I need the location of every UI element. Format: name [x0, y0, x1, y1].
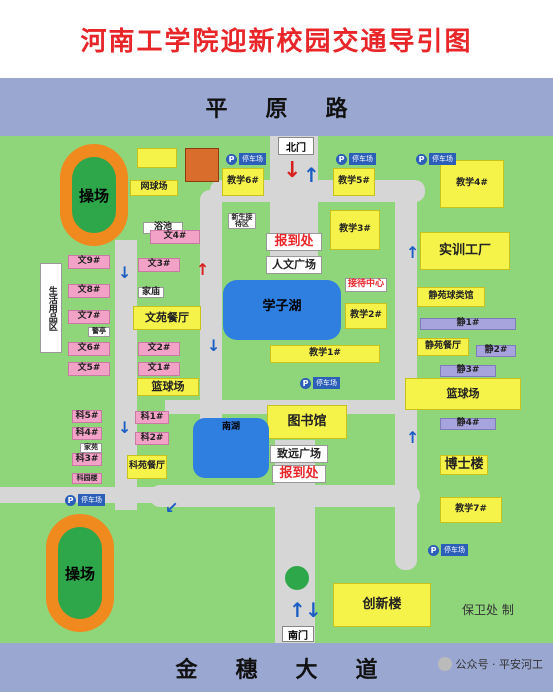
- library: 图书馆: [267, 405, 347, 439]
- registration-office-bottom: 报到处: [272, 465, 326, 483]
- renwen-square: 人文广场: [266, 256, 322, 274]
- arrow-lake-w: ↓: [207, 336, 221, 355]
- building-wen8: 文8#: [68, 284, 110, 298]
- arrow-east-1: ↑: [406, 243, 420, 262]
- teaching-building-4: 教学4#: [440, 160, 504, 208]
- building-wen5: 文5#: [68, 362, 110, 376]
- parking-icon: P: [416, 153, 427, 165]
- wenyuan-canteen: 文苑餐厅: [133, 306, 201, 330]
- keyuan-canteen: 科苑餐厅: [127, 455, 167, 479]
- building-wen3: 文3#: [138, 258, 180, 272]
- xuezi-lake-label: 学子湖: [262, 299, 302, 315]
- arrow-south-down: ↓: [305, 598, 322, 622]
- registration-office-top: 报到处: [266, 233, 322, 251]
- security-office-note: 保卫处 制: [462, 603, 514, 617]
- reception-center: 接待中心: [345, 278, 387, 292]
- teaching-building-1: 教学1#: [270, 345, 380, 363]
- wechat-icon: [437, 657, 452, 671]
- parking-icon: P: [65, 494, 76, 506]
- teaching-building-6: 教学6#: [222, 168, 264, 196]
- arrow-south-up: ↑: [289, 598, 306, 622]
- basketball-court-left: 篮球场: [137, 378, 199, 396]
- doctor-building: 博士楼: [440, 455, 488, 475]
- teaching-building-5: 教学5#: [333, 168, 375, 196]
- parking-icon: P: [428, 544, 439, 556]
- south-lake: [193, 418, 269, 478]
- building-wen1: 文1#: [138, 362, 180, 376]
- keyuan-building: 科园楼: [72, 473, 102, 484]
- arrow-west-1: ↓: [118, 263, 132, 282]
- jingyuan-ball-hall: 静苑球类馆: [417, 287, 485, 307]
- track-left-bottom-label: 操场: [58, 527, 102, 619]
- teaching-building-3: 教学3#: [330, 210, 380, 250]
- family-temple: 家庙: [138, 287, 164, 298]
- innovation-building: 创新楼: [333, 583, 431, 627]
- building-ke3: 科3#: [72, 453, 102, 466]
- track-left-top-label: 操场: [72, 157, 116, 233]
- building-ke4: 科4#: [72, 427, 102, 440]
- new-student-reception: 新生接待区: [228, 213, 256, 229]
- building-ke2: 科2#: [135, 432, 169, 445]
- basketball-court-right: 篮球场: [405, 378, 521, 410]
- xuezi-lake: [223, 280, 341, 340]
- arrow-east-2: ↑: [406, 428, 420, 447]
- roundabout: [279, 560, 315, 596]
- daily-goods-area: 生活用品区: [40, 263, 62, 353]
- south-gate: 南门: [282, 626, 314, 642]
- road-west-inner: [115, 240, 137, 510]
- training-factory: 实训工厂: [420, 232, 510, 270]
- police-booth: 警亭: [88, 327, 110, 337]
- building-wen2: 文2#: [138, 342, 180, 356]
- map-title: 河南工学院迎新校园交通导引图: [80, 26, 473, 57]
- wechat-watermark: 公众号 · 平安河工: [437, 656, 543, 672]
- arrow-blue-north: ↑: [303, 163, 320, 187]
- north-gate: 北门: [278, 137, 314, 155]
- parking-icon: P: [300, 377, 311, 389]
- parking-icon: P: [336, 153, 347, 165]
- road-pingyuan: 平原路: [0, 78, 553, 136]
- arrow-sw: ↙: [165, 498, 179, 517]
- zhiyuan-square: 致远广场: [270, 445, 328, 463]
- road-jinsui: 金穗大道: [0, 643, 553, 692]
- road-west-ring: [200, 190, 222, 440]
- arrow-west-2: ↓: [118, 418, 132, 437]
- building-jing2: 静2#: [476, 345, 516, 357]
- building-wen6: 文6#: [68, 342, 110, 356]
- family-garden: 家苑: [80, 443, 102, 453]
- jingyuan-canteen: 静苑餐厅: [417, 338, 469, 356]
- arrow-red-north: ↓: [283, 158, 302, 183]
- arrow-red-west: ↑: [196, 260, 210, 279]
- court-grid: [185, 148, 219, 182]
- building-ke1: 科1#: [135, 411, 169, 424]
- building-wen4: 文4#: [150, 230, 200, 244]
- building-wen7: 文7#: [68, 310, 110, 324]
- tennis-court: 网球场: [130, 180, 178, 196]
- building-jing4: 静4#: [440, 418, 496, 430]
- building-wen9: 文9#: [68, 255, 110, 269]
- teaching-building-2: 教学2#: [345, 303, 387, 329]
- teaching-building-7: 教学7#: [440, 497, 502, 523]
- building-ke5: 科5#: [72, 410, 102, 423]
- parking-icon: P: [226, 153, 237, 165]
- building-jing3: 静3#: [440, 365, 496, 377]
- yellow-block-top: [137, 148, 177, 168]
- south-lake-label: 南湖: [221, 422, 240, 433]
- building-jing1: 静1#: [420, 318, 516, 330]
